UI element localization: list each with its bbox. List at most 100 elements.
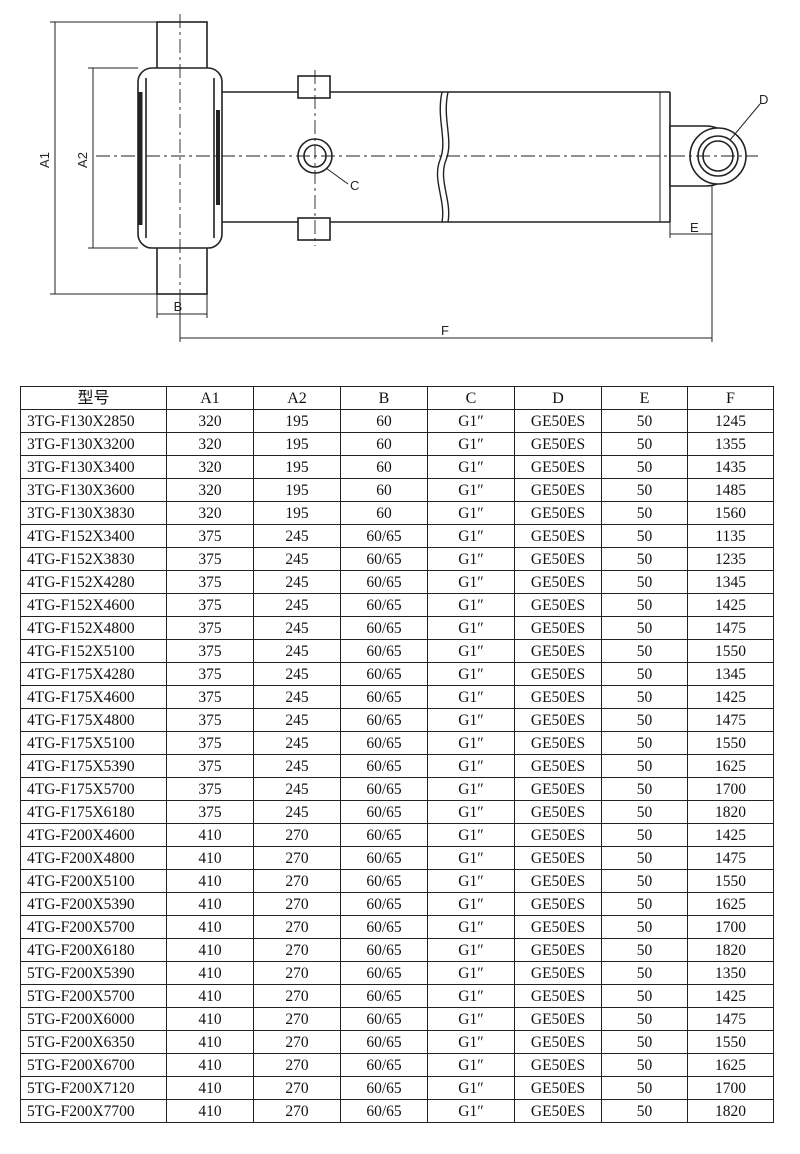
table-cell: 50 [601, 915, 688, 939]
table-cell: G1″ [427, 1099, 515, 1123]
table-cell: 1425 [687, 823, 774, 847]
table-cell: G1″ [427, 777, 515, 801]
label-f: F [441, 323, 449, 338]
table-cell: 60/65 [340, 731, 428, 755]
table-cell: 195 [253, 432, 341, 456]
table-cell: 4TG-F152X4600 [20, 593, 167, 617]
table-cell: 270 [253, 1076, 341, 1100]
table-cell: 245 [253, 593, 341, 617]
table-cell: GE50ES [514, 869, 602, 893]
label-d: D [759, 92, 768, 107]
table-cell: 245 [253, 570, 341, 594]
table-cell: 4TG-F152X4800 [20, 616, 167, 640]
table-cell: GE50ES [514, 501, 602, 525]
table-cell: 60/65 [340, 777, 428, 801]
table-cell: 50 [601, 754, 688, 778]
table-cell: GE50ES [514, 1076, 602, 1100]
table-cell: GE50ES [514, 823, 602, 847]
table-cell: 1550 [687, 731, 774, 755]
table-cell: 245 [253, 754, 341, 778]
table-cell: 1820 [687, 938, 774, 962]
label-b: B [174, 299, 183, 314]
bottom-tab [297, 217, 331, 241]
table-cell: GE50ES [514, 1007, 602, 1031]
table-cell: 60 [340, 501, 428, 525]
table-cell: 60/65 [340, 915, 428, 939]
column-header: C [427, 386, 515, 410]
table-cell: 410 [166, 1007, 254, 1031]
table-cell: 50 [601, 892, 688, 916]
table-cell: 60/65 [340, 892, 428, 916]
table-cell: G1″ [427, 432, 515, 456]
table-cell: 60 [340, 409, 428, 433]
table-cell: G1″ [427, 800, 515, 824]
table-cell: 50 [601, 708, 688, 732]
table-cell: 1425 [687, 984, 774, 1008]
table-cell: GE50ES [514, 685, 602, 709]
table-cell: 270 [253, 846, 341, 870]
table-cell: G1″ [427, 731, 515, 755]
table-cell: 410 [166, 1099, 254, 1123]
table-cell: 410 [166, 823, 254, 847]
table-cell: 50 [601, 984, 688, 1008]
table-cell: 1625 [687, 754, 774, 778]
table-cell: G1″ [427, 1076, 515, 1100]
top-trunnion [156, 21, 208, 71]
table-cell: G1″ [427, 708, 515, 732]
table-cell: 4TG-F175X5390 [20, 754, 167, 778]
table-cell: G1″ [427, 639, 515, 663]
table-cell: 375 [166, 754, 254, 778]
table-cell: 5TG-F200X6700 [20, 1053, 167, 1077]
column-header: 型号 [20, 386, 167, 410]
table-cell: 245 [253, 524, 341, 548]
table-cell: 50 [601, 869, 688, 893]
table-cell: 50 [601, 961, 688, 985]
table-cell: 60 [340, 432, 428, 456]
table-cell: 1345 [687, 662, 774, 686]
table-cell: GE50ES [514, 455, 602, 479]
table-cell: 320 [166, 478, 254, 502]
table-cell: 60/65 [340, 547, 428, 571]
label-e: E [690, 220, 699, 235]
table-cell: 50 [601, 455, 688, 479]
table-cell: 60/65 [340, 1053, 428, 1077]
table-cell: GE50ES [514, 708, 602, 732]
table-cell: 1625 [687, 1053, 774, 1077]
table-cell: 4TG-F200X4800 [20, 846, 167, 870]
table-cell: 1425 [687, 593, 774, 617]
table-cell: 5TG-F200X5390 [20, 961, 167, 985]
table-cell: 195 [253, 478, 341, 502]
table-cell: 4TG-F200X6180 [20, 938, 167, 962]
table-cell: 4TG-F152X3830 [20, 547, 167, 571]
table-cell: GE50ES [514, 984, 602, 1008]
table-cell: G1″ [427, 409, 515, 433]
table-cell: G1″ [427, 547, 515, 571]
table-cell: 270 [253, 1030, 341, 1054]
table-cell: 60/65 [340, 662, 428, 686]
column-header: A2 [253, 386, 341, 410]
table-cell: G1″ [427, 869, 515, 893]
label-a2: A2 [75, 152, 90, 168]
table-cell: 5TG-F200X6000 [20, 1007, 167, 1031]
column-header: D [514, 386, 602, 410]
table-cell: GE50ES [514, 432, 602, 456]
table-cell: 270 [253, 1007, 341, 1031]
table-cell: GE50ES [514, 662, 602, 686]
table-cell: 1700 [687, 1076, 774, 1100]
table-cell: 270 [253, 915, 341, 939]
table-cell: 50 [601, 616, 688, 640]
table-cell: 50 [601, 777, 688, 801]
table-cell: 60/65 [340, 524, 428, 548]
table-cell: G1″ [427, 616, 515, 640]
table-cell: 60/65 [340, 570, 428, 594]
